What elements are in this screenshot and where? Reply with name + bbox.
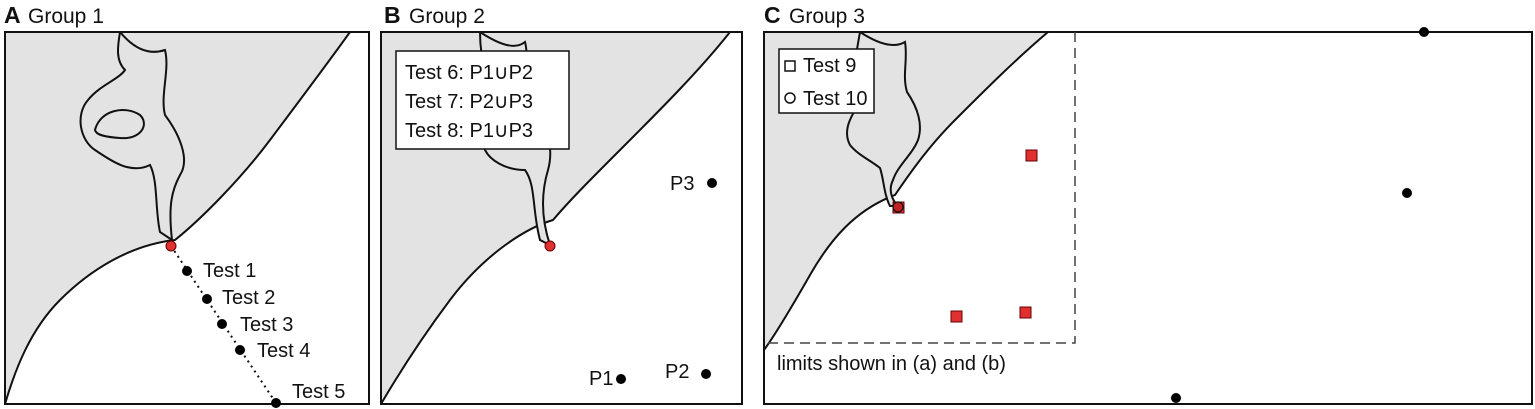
panel-a-map bbox=[5, 32, 352, 404]
point-label: P2 bbox=[665, 361, 689, 383]
origin-marker bbox=[544, 240, 556, 252]
legend-entry: Test 10 bbox=[803, 88, 867, 110]
test9-marker bbox=[1025, 149, 1038, 162]
test10-point bbox=[1419, 27, 1429, 37]
panel-b-frame bbox=[380, 31, 743, 405]
limits-box bbox=[764, 32, 1076, 344]
panel-a-letter: A bbox=[4, 2, 21, 28]
circle-marker-icon bbox=[784, 92, 796, 104]
limits-label: limits shown in (a) and (b) bbox=[777, 353, 1006, 375]
point-label: P3 bbox=[670, 173, 694, 195]
test-point bbox=[217, 319, 227, 329]
test-label: Test 1 bbox=[203, 260, 256, 282]
test9-marker bbox=[1019, 306, 1032, 319]
legend-entry: Test 6: P1∪P2 bbox=[405, 62, 533, 84]
test10-origin-marker bbox=[892, 201, 904, 213]
test-label: Test 5 bbox=[292, 381, 345, 403]
panel-c-letter: C bbox=[764, 2, 781, 28]
panel-c-title: Group 3 bbox=[789, 5, 865, 28]
test9-marker bbox=[950, 310, 963, 323]
test-label: Test 4 bbox=[257, 340, 310, 362]
test-point bbox=[235, 345, 245, 355]
panel-b-title: Group 2 bbox=[409, 5, 485, 28]
point-p1 bbox=[616, 374, 626, 384]
test-point bbox=[202, 294, 212, 304]
panel-c: C Group 3 limits shown in (a) and (b) Te… bbox=[763, 2, 1533, 405]
test-label: Test 2 bbox=[222, 287, 275, 309]
test10-point bbox=[1402, 188, 1412, 198]
legend-entry: Test 7: P2∪P3 bbox=[405, 91, 533, 113]
test-point bbox=[271, 398, 281, 408]
panel-a-frame bbox=[4, 31, 370, 405]
point-p2 bbox=[701, 369, 711, 379]
panel-a: A Group 1 Test 1 Test 2 Test 3 Test 4 Te… bbox=[4, 2, 370, 408]
panel-a-title: Group 1 bbox=[28, 5, 104, 28]
point-label: P1 bbox=[589, 368, 613, 390]
origin-marker bbox=[165, 240, 177, 252]
legend-entry: Test 9 bbox=[803, 55, 856, 77]
test-label: Test 3 bbox=[240, 314, 293, 336]
test10-point bbox=[1171, 393, 1181, 403]
panel-b-letter: B bbox=[384, 2, 401, 28]
test-point bbox=[182, 266, 192, 276]
estuary-shape bbox=[79, 32, 185, 243]
square-marker-icon bbox=[784, 60, 796, 72]
panel-b: B Group 2 Test 6: P1∪P2 Test 7: P2∪P3 Te… bbox=[380, 2, 743, 405]
inner-lake bbox=[93, 109, 145, 140]
point-p3 bbox=[707, 178, 717, 188]
panel-c-frame bbox=[763, 31, 1533, 405]
legend-entry: Test 8: P1∪P3 bbox=[405, 120, 533, 142]
panel-b-legend bbox=[395, 50, 570, 150]
panel-c-legend bbox=[778, 48, 875, 114]
